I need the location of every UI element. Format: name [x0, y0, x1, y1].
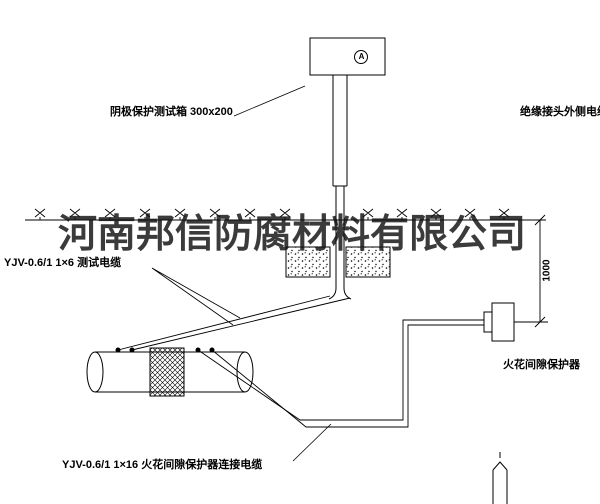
- cable-hooks: [328, 287, 352, 300]
- leader-lines: [151, 85, 332, 462]
- spark-gap-protector: [483, 302, 515, 342]
- pipeline: [86, 347, 254, 397]
- spark-gap-protector-label: 火花间隙保护器: [503, 359, 580, 371]
- outer-cable-label: 绝缘接头外侧电缆: [520, 106, 600, 118]
- test-cable-label: YJV-0.6/1 1×6 测试电缆: [4, 257, 122, 269]
- leader-spark-gap-cable: [292, 423, 332, 462]
- test-cables: [117, 295, 351, 351]
- dimension-line: [514, 214, 548, 328]
- concrete-blocks: [285, 246, 391, 278]
- insulating-joint: [149, 347, 185, 397]
- company-watermark: 河南邦信防腐材料有限公司: [58, 211, 527, 257]
- ground-hatch-marks: [34, 208, 510, 220]
- test-box: [309, 37, 386, 76]
- leader-test-box: [233, 85, 306, 117]
- test-box-label: 阴极保护测试箱 300x200: [110, 106, 233, 118]
- leader-test-cable: [151, 267, 241, 326]
- dimension-1000-label: 1000: [541, 259, 553, 282]
- spark-gap-cable-label: YJV-0.6/1 1×16 火花间隙保护器连接电缆: [62, 459, 263, 471]
- meter-circle-icon: [354, 50, 368, 64]
- pipe-riser-symbol: [492, 452, 508, 504]
- spark-gap-cables: [197, 319, 484, 428]
- meter-letter-label: A: [358, 52, 365, 61]
